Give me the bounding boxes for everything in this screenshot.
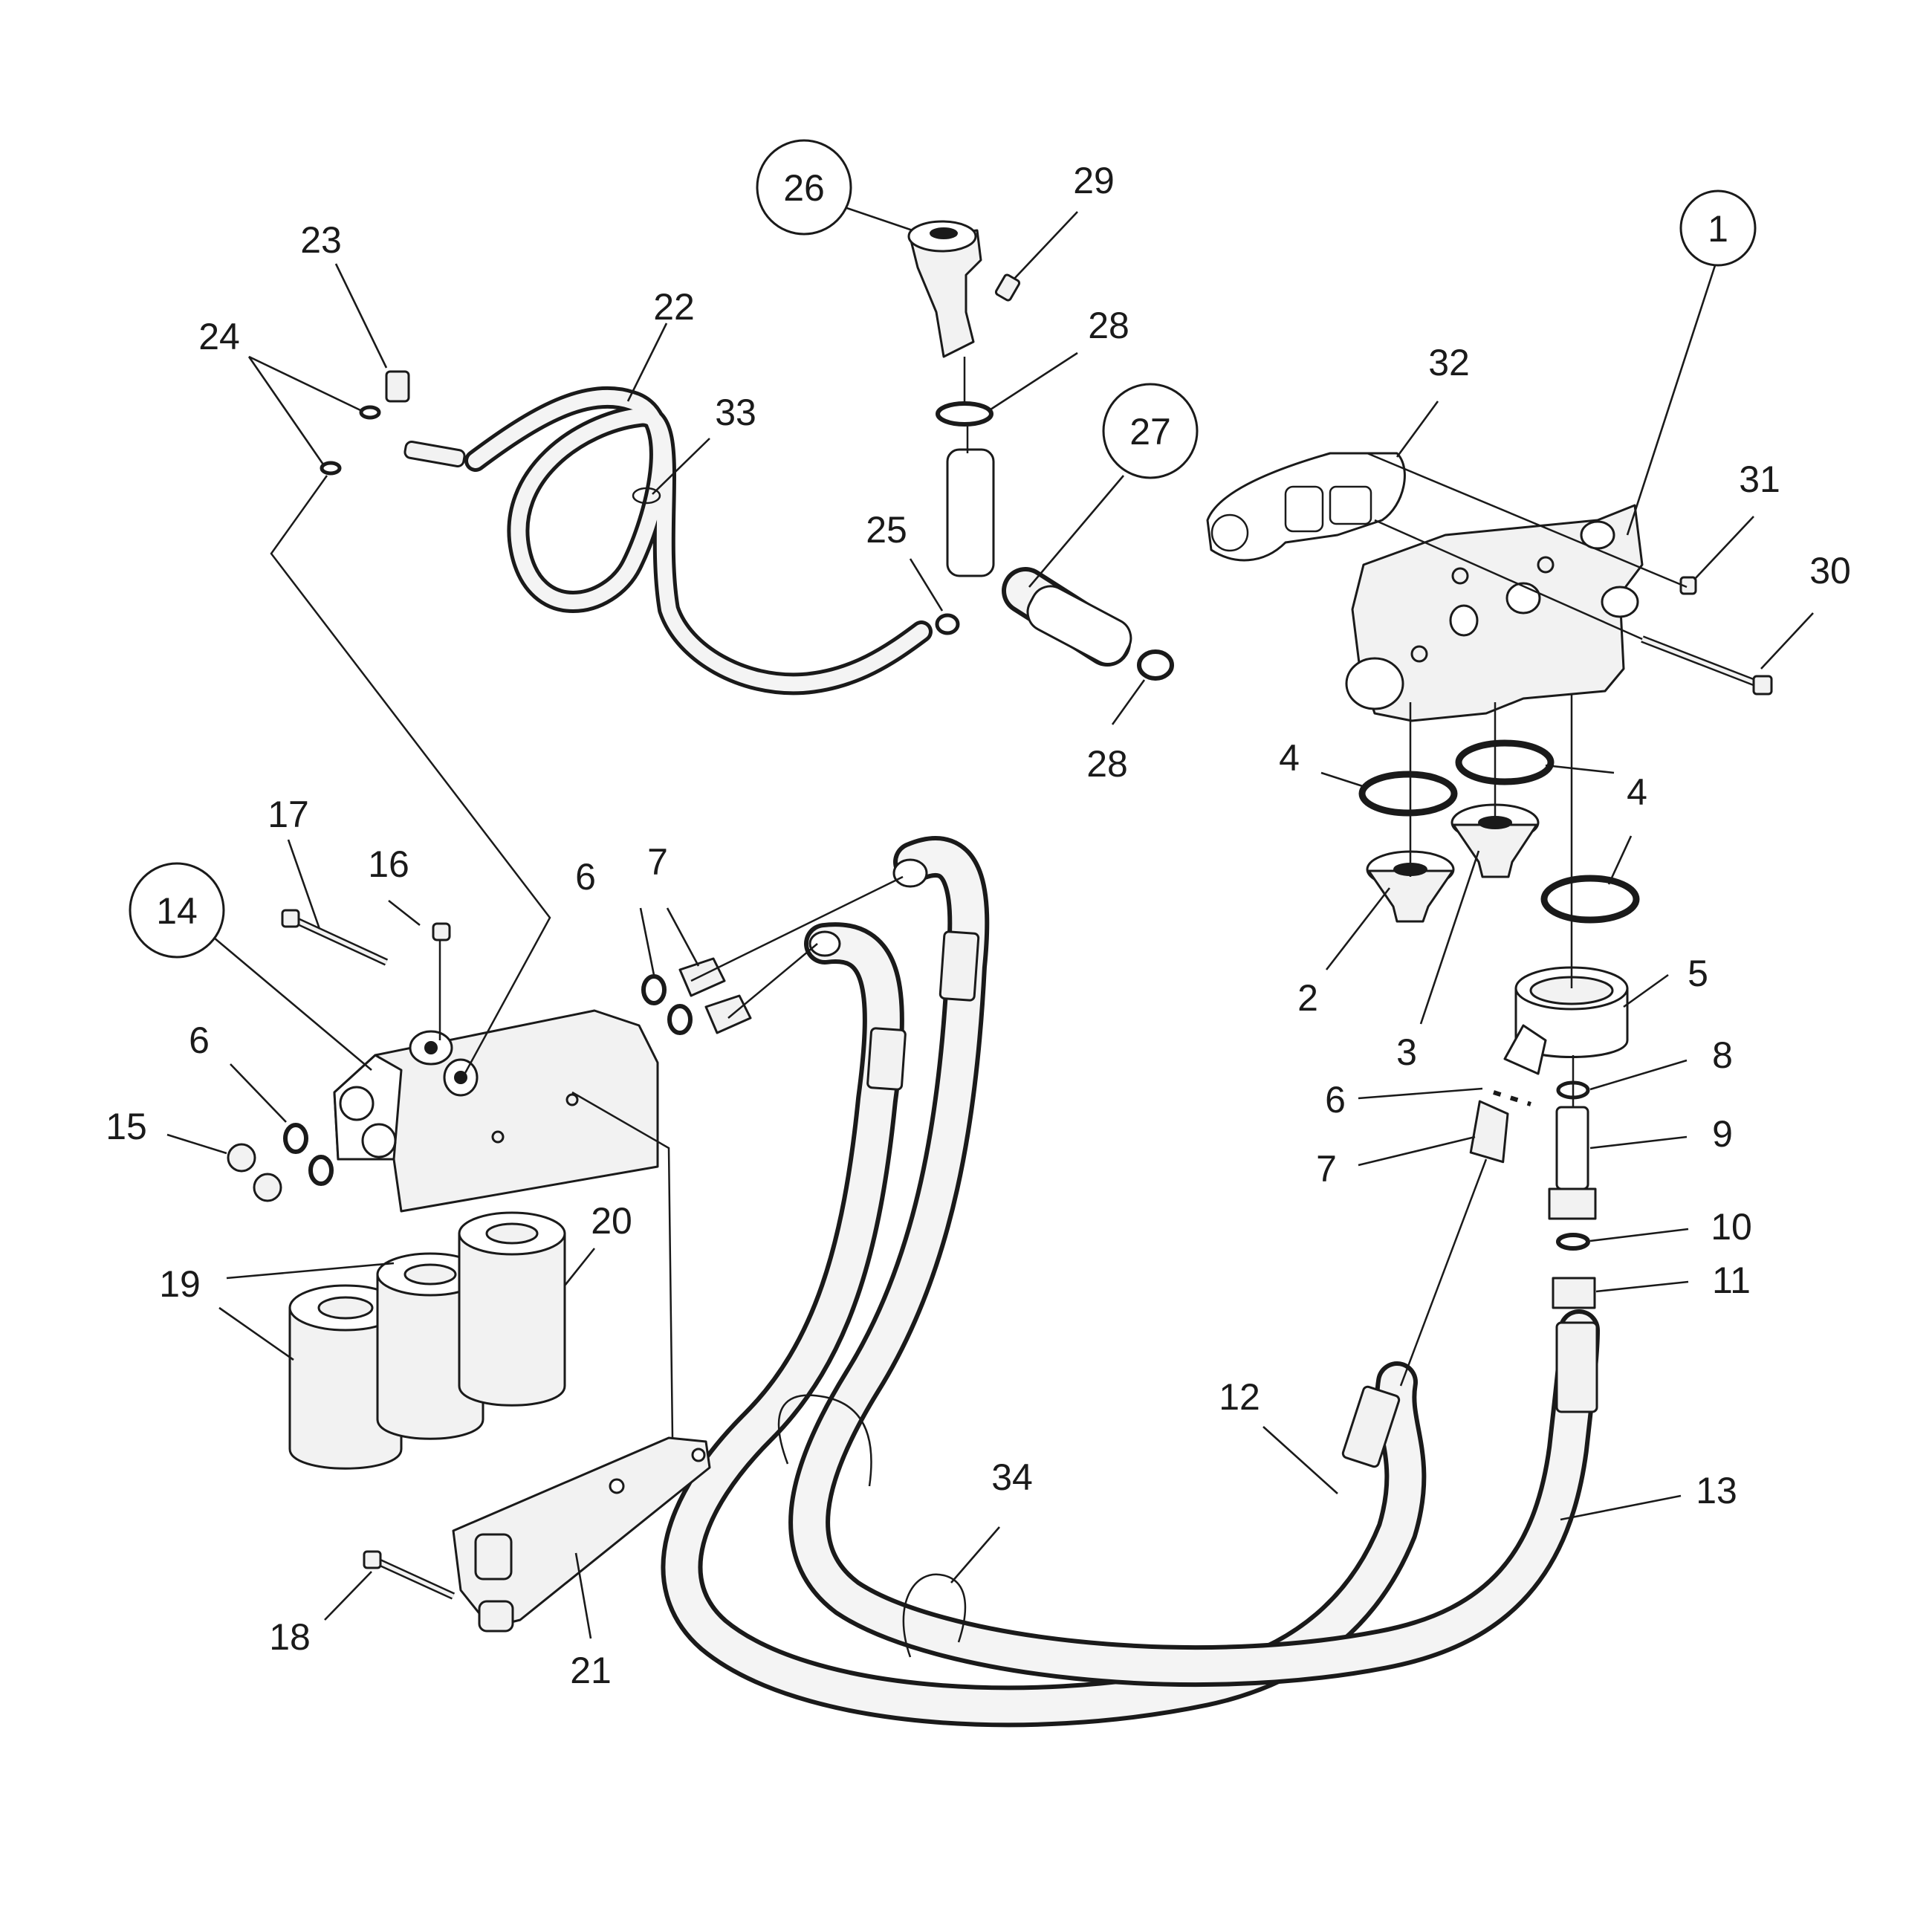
callout-label: 6 (1325, 1079, 1346, 1121)
callout-label: 3 (1396, 1031, 1417, 1073)
callout-label: 6 (575, 856, 596, 898)
callout-label: 18 (269, 1616, 311, 1658)
callout-label: 9 (1712, 1113, 1733, 1155)
callout-label: 26 (783, 167, 825, 209)
callout-label: 10 (1711, 1206, 1752, 1248)
callout-label: 16 (368, 843, 409, 885)
callout-label: 4 (1627, 771, 1647, 813)
callout-label: 7 (1316, 1148, 1337, 1190)
callout-label: 13 (1696, 1470, 1737, 1511)
callout-label: 19 (159, 1263, 201, 1305)
hose-fittings (632, 487, 1598, 1658)
callout-label: 6 (189, 1020, 210, 1061)
callout-label: 17 (268, 794, 309, 835)
callout-label: 7 (647, 841, 668, 883)
callout-label: 32 (1428, 342, 1470, 383)
callout-circle-14 (129, 862, 225, 959)
callout-label: 2 (1297, 977, 1318, 1019)
hose-assemblies (464, 386, 1600, 1728)
callout-label: 25 (866, 509, 907, 551)
leader-lines (166, 203, 1814, 1639)
callout-label: 11 (1712, 1260, 1751, 1301)
callout-label: 30 (1809, 550, 1851, 591)
callout-label: 5 (1688, 953, 1708, 994)
callout-label: 29 (1073, 160, 1115, 201)
callout-label: 28 (1086, 743, 1128, 785)
callout-label: 28 (1088, 305, 1129, 346)
callout-label: 15 (106, 1106, 147, 1147)
callout-label: 33 (715, 392, 756, 433)
callout-label: 24 (198, 316, 240, 357)
callout-circle-27 (1102, 383, 1199, 479)
callout-label: 21 (570, 1650, 612, 1691)
callout-label: 34 (991, 1456, 1033, 1498)
callout-label: 31 (1739, 458, 1780, 500)
callout-label: 1 (1708, 208, 1728, 250)
callout-label: 27 (1129, 411, 1171, 453)
callout-label: 20 (591, 1200, 632, 1242)
callout-label: 23 (300, 219, 342, 261)
callout-label: 14 (156, 890, 198, 932)
callout-labels: 1 2 3 4 4 4 5 6 6 6 7 7 8 9 10 11 12 13 … (106, 160, 1851, 1691)
assembly-lines (270, 357, 1688, 1439)
callout-label: 8 (1712, 1034, 1733, 1076)
callout-label: 12 (1219, 1376, 1260, 1418)
part-bodies (227, 220, 1773, 1633)
callout-circles (129, 139, 1757, 959)
callout-label: 4 (1279, 737, 1300, 779)
callout-circle-26 (756, 139, 852, 236)
callout-label: 22 (653, 286, 695, 328)
callout-circle-1 (1679, 189, 1757, 267)
